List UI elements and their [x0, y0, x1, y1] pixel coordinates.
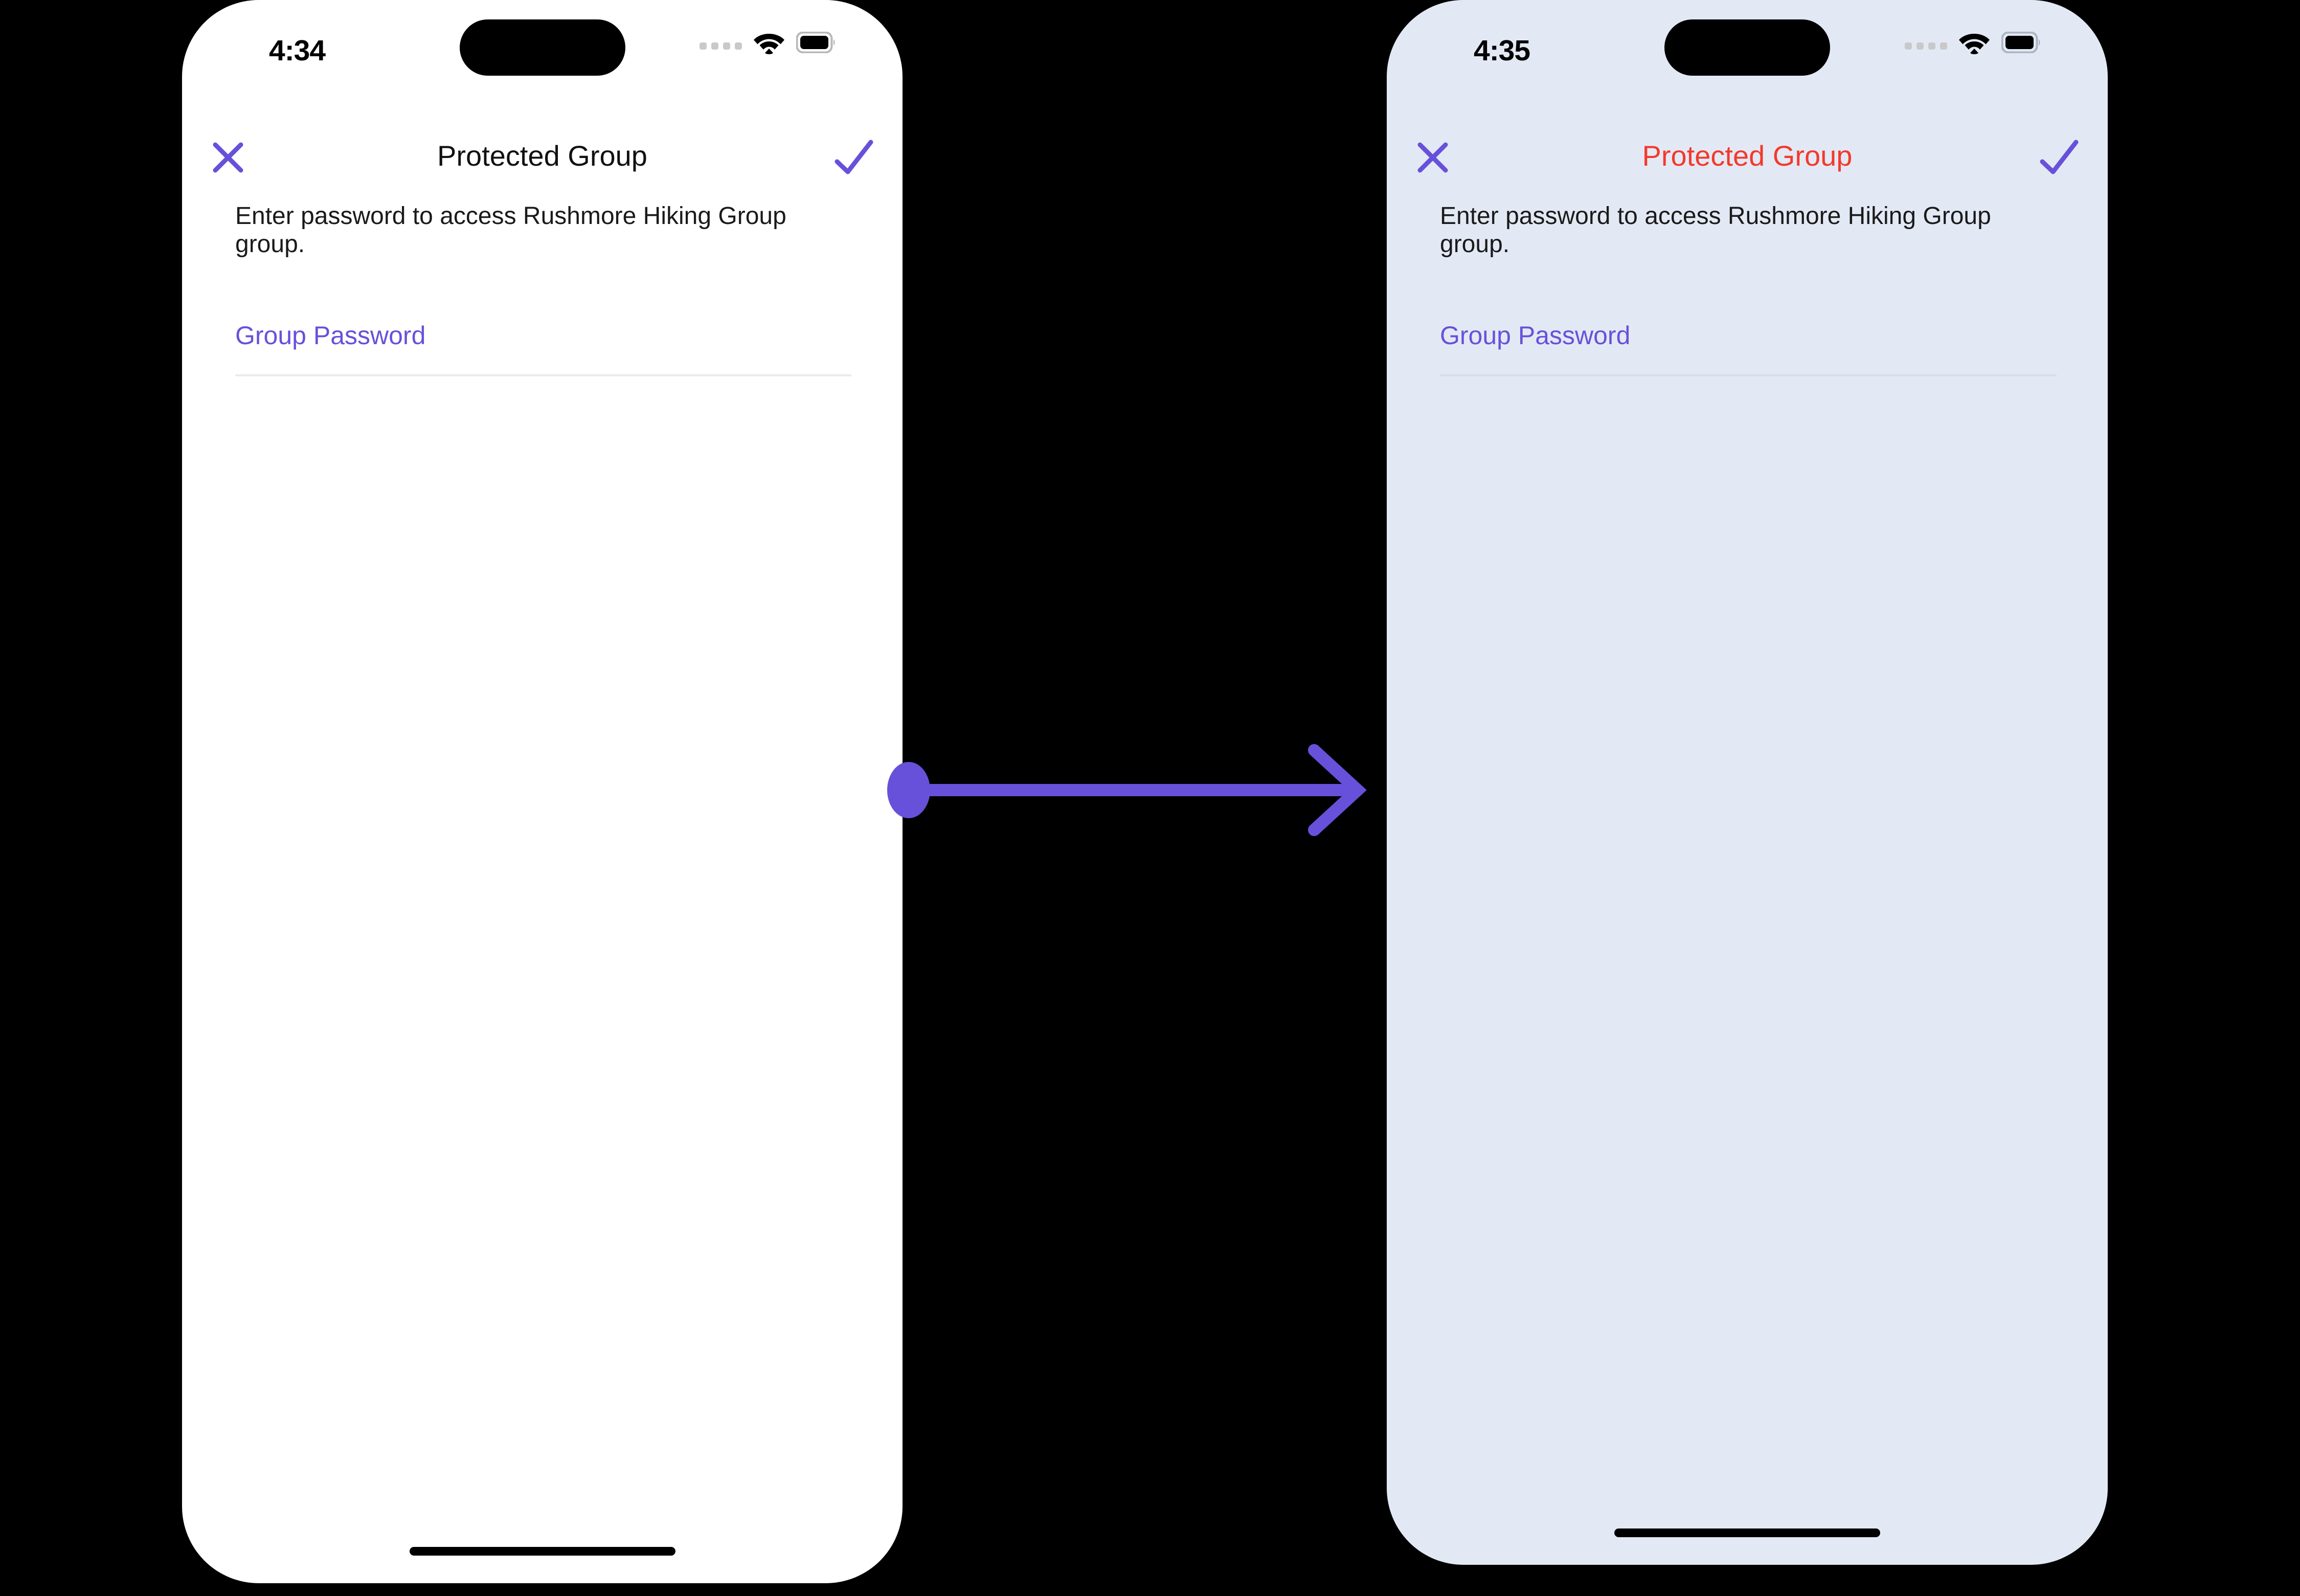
- status-bar: 4:34: [182, 0, 903, 102]
- nav-bar: Protected Group: [182, 128, 903, 189]
- wifi-icon: [1959, 34, 1990, 54]
- group-password-field[interactable]: Group Password: [1387, 321, 2108, 377]
- phone-screen-before: 4:34 Protected Group Enter passwo: [182, 0, 903, 1583]
- page-title: Protected Group: [1642, 140, 1853, 172]
- nav-bar: Protected Group: [1387, 128, 2108, 189]
- checkmark-icon[interactable]: [2037, 135, 2081, 179]
- close-icon[interactable]: [1414, 139, 1451, 176]
- dynamic-island: [459, 19, 625, 76]
- arrow-right-icon: [887, 744, 1367, 836]
- phone-screen-after: 4:35 Protected Group Enter passwo: [1387, 0, 2108, 1565]
- status-time: 4:34: [269, 34, 326, 67]
- screen-content: Enter password to access Rushmore Hiking…: [182, 202, 903, 377]
- wifi-icon: [754, 34, 784, 54]
- signal-dots-icon: [1905, 42, 1947, 50]
- screen-content: Enter password to access Rushmore Hiking…: [1387, 202, 2108, 377]
- home-indicator[interactable]: [1614, 1528, 1880, 1537]
- home-indicator[interactable]: [409, 1547, 675, 1556]
- page-title: Protected Group: [437, 140, 647, 172]
- description-text: Enter password to access Rushmore Hiking…: [235, 203, 786, 258]
- close-icon[interactable]: [210, 139, 246, 176]
- status-indicators: [1905, 31, 2041, 54]
- group-password-label: Group Password: [1440, 321, 1631, 350]
- status-indicators: [700, 31, 836, 54]
- status-time: 4:35: [1474, 34, 1530, 67]
- battery-icon: [2001, 32, 2040, 53]
- dynamic-island: [1664, 19, 1830, 76]
- field-underline: [1440, 374, 2057, 377]
- signal-dots-icon: [700, 42, 742, 50]
- battery-icon: [796, 32, 835, 53]
- group-password-label: Group Password: [235, 321, 426, 350]
- checkmark-icon[interactable]: [832, 135, 876, 179]
- description-text: Enter password to access Rushmore Hiking…: [1440, 203, 1991, 258]
- group-password-field[interactable]: Group Password: [182, 321, 903, 377]
- field-underline: [235, 374, 851, 377]
- status-bar: 4:35: [1387, 0, 2108, 102]
